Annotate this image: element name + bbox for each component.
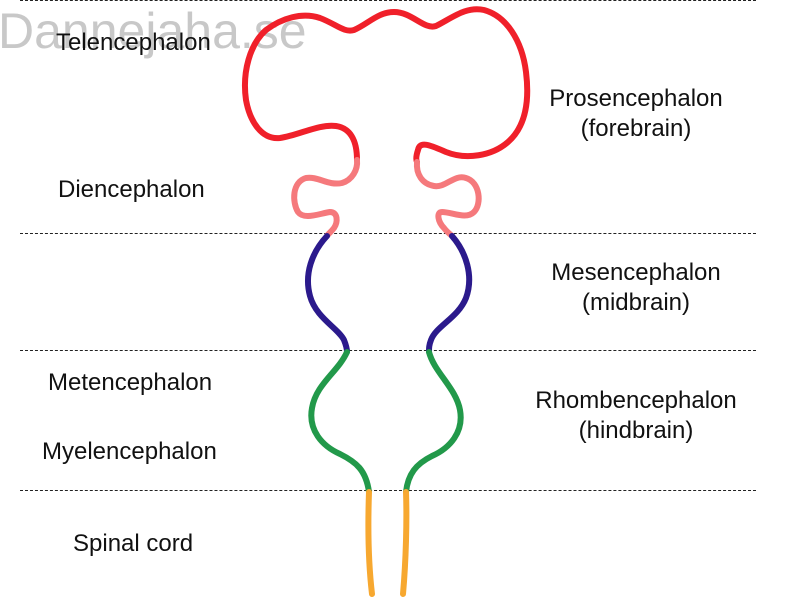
label-mesencephalon-common: (midbrain) — [581, 289, 691, 316]
divider-midbrain-hindbrain — [20, 350, 756, 351]
rhombencephalon-left-outline — [308, 349, 372, 495]
watermark: Dannejaha.se — [0, 3, 307, 59]
label-prosencephalon-common: (forebrain) — [580, 115, 692, 142]
spinal-cord-left-outline — [365, 489, 375, 597]
label-mesencephalon-name: Mesencephalon — [551, 259, 721, 286]
label-spinal-cord: Spinal cord — [73, 530, 194, 557]
diencephalon-left-outline — [291, 157, 361, 239]
diencephalon-right-outline — [413, 159, 482, 239]
telencephalon-outline — [242, 6, 531, 165]
mesencephalon-right-outline — [426, 233, 473, 355]
spinal-cord-right-outline — [400, 489, 410, 597]
label-prosencephalon-name: Prosencephalon — [549, 85, 723, 112]
label-prosencephalon: Prosencephalon (forebrain) — [530, 84, 742, 144]
mesencephalon-left-outline — [305, 233, 350, 355]
label-rhombencephalon-name: Rhombencephalon — [535, 387, 737, 414]
label-myelencephalon: Myelencephalon — [42, 438, 217, 465]
label-rhombencephalon: Rhombencephalon (hindbrain) — [516, 386, 756, 446]
label-metencephalon: Metencephalon — [48, 369, 213, 396]
rhombencephalon-right-outline — [403, 349, 464, 495]
label-mesencephalon: Mesencephalon (midbrain) — [530, 258, 742, 318]
label-diencephalon: Diencephalon — [58, 176, 205, 203]
label-telencephalon: Telencephalon — [56, 29, 211, 56]
divider-hindbrain-spinal — [20, 490, 756, 491]
divider-forebrain-midbrain — [20, 233, 756, 234]
label-rhombencephalon-common: (hindbrain) — [578, 417, 694, 444]
divider-top — [20, 0, 756, 1]
